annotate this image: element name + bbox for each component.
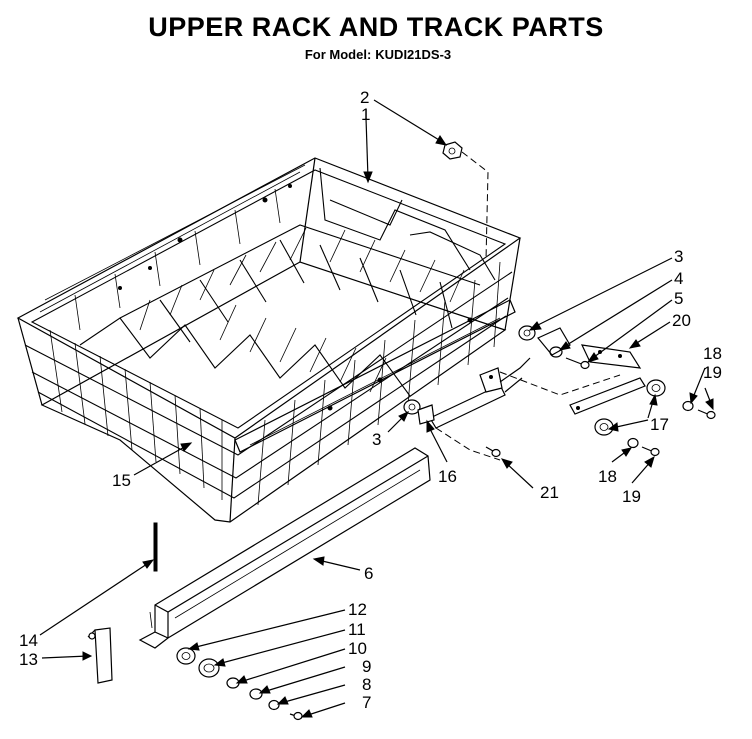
callout-11: 11 [348,620,366,639]
callout-17: 17 [650,415,669,434]
callout-16: 16 [438,467,457,486]
callout-9: 9 [362,657,371,676]
leader-lines [39,99,714,718]
callout-19-lower: 19 [622,487,641,506]
callout-19-upper: 19 [703,363,722,382]
callout-21: 21 [540,483,559,502]
callout-5: 5 [674,289,683,308]
callout-14: 14 [19,631,38,650]
upper-rack-drawing [16,157,522,523]
callout-3-lower: 3 [372,430,381,449]
callout-4: 4 [674,269,683,288]
callout-3-upper: 3 [674,247,683,266]
model-label: For Model: [304,47,372,62]
callout-7: 7 [362,693,371,712]
adjuster-parts-drawing [403,141,716,461]
callout-18-upper: 18 [703,344,722,363]
model-subtitle: For Model:KUDI21DS-3 [0,47,752,62]
callout-labels: 2 1 3 4 5 20 18 19 17 3 16 18 21 19 15 6… [19,88,722,712]
callout-10: 10 [348,639,367,658]
callout-1: 1 [361,105,370,124]
callout-12: 12 [348,600,367,619]
callout-15: 15 [112,471,131,490]
callout-18-lower: 18 [598,467,617,486]
callout-8: 8 [362,675,371,694]
page-title: UPPER RACK AND TRACK PARTS [148,12,604,42]
callout-6: 6 [364,564,373,583]
track-drawing [87,447,431,721]
callout-2: 2 [360,88,369,107]
model-number: KUDI21DS-3 [375,47,452,62]
callout-20: 20 [672,311,691,330]
callout-13: 13 [19,650,38,669]
